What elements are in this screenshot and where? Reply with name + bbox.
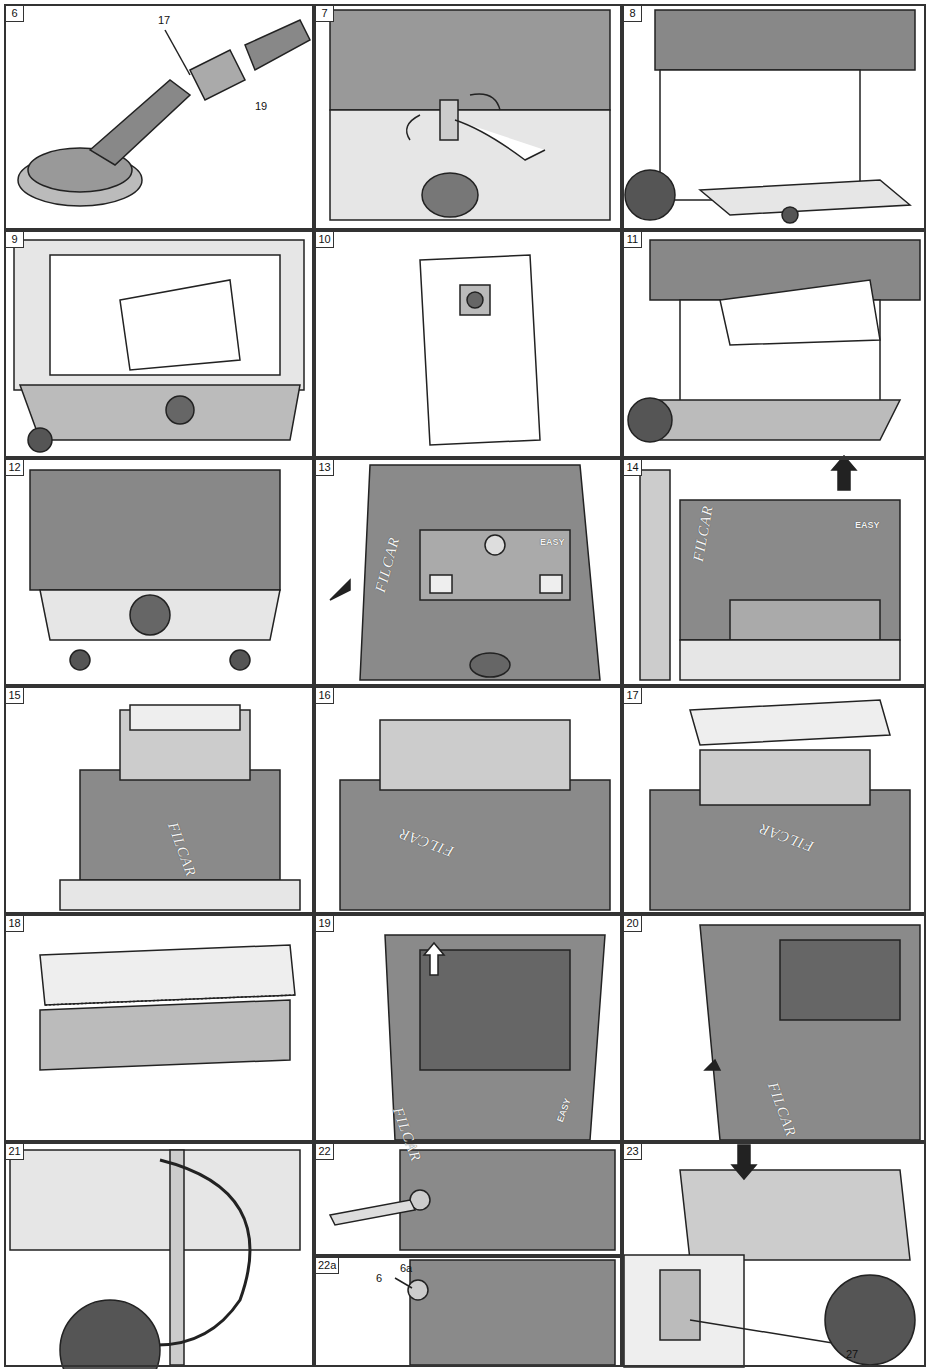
model-name: EASY bbox=[540, 537, 565, 547]
step-number: 6 bbox=[6, 6, 24, 22]
step-number: 20 bbox=[624, 916, 642, 932]
step-number: 18 bbox=[6, 916, 24, 932]
step-number: 15 bbox=[6, 688, 24, 704]
step-panel: 22 bbox=[314, 1142, 622, 1256]
callout-number: 17 bbox=[158, 14, 170, 26]
step-panel: 18 bbox=[4, 914, 314, 1142]
step-panel: 19 bbox=[314, 914, 622, 1142]
step-panel: 11 bbox=[622, 230, 926, 458]
callout-number: 6 bbox=[376, 1272, 382, 1284]
step-number: 10 bbox=[316, 232, 334, 248]
step-number: 9 bbox=[6, 232, 24, 248]
step-panel: 7 bbox=[314, 4, 622, 230]
callout-number: 6a bbox=[400, 1262, 412, 1274]
step-number: 16 bbox=[316, 688, 334, 704]
callout-number: 19 bbox=[255, 100, 267, 112]
step-number: 12 bbox=[6, 460, 24, 476]
step-number: 8 bbox=[624, 6, 642, 22]
step-number: 17 bbox=[624, 688, 642, 704]
step-number: 7 bbox=[316, 6, 334, 22]
step-number: 14 bbox=[624, 460, 642, 476]
step-number: 13 bbox=[316, 460, 334, 476]
step-panel: 23 bbox=[622, 1142, 926, 1367]
step-panel: 16 bbox=[314, 686, 622, 914]
step-panel: 13 bbox=[314, 458, 622, 686]
step-number: 22 bbox=[316, 1144, 334, 1160]
step-panel: 8 bbox=[622, 4, 926, 230]
model-name: EASY bbox=[855, 520, 880, 530]
step-panel: 22a bbox=[314, 1256, 622, 1367]
step-panel: 9 bbox=[4, 230, 314, 458]
step-panel: 14 bbox=[622, 458, 926, 686]
step-panel: 15 bbox=[4, 686, 314, 914]
step-panel: 21 bbox=[4, 1142, 314, 1367]
step-number: 19 bbox=[316, 916, 334, 932]
step-panel: 6 bbox=[4, 4, 314, 230]
callout-number: 27 bbox=[846, 1348, 858, 1360]
step-panel: 17 bbox=[622, 686, 926, 914]
step-number: 23 bbox=[624, 1144, 642, 1160]
step-number: 11 bbox=[624, 232, 642, 248]
step-panel: 12 bbox=[4, 458, 314, 686]
step-number: 22a bbox=[316, 1258, 339, 1274]
step-panel: 10 bbox=[314, 230, 622, 458]
step-number: 21 bbox=[6, 1144, 24, 1160]
